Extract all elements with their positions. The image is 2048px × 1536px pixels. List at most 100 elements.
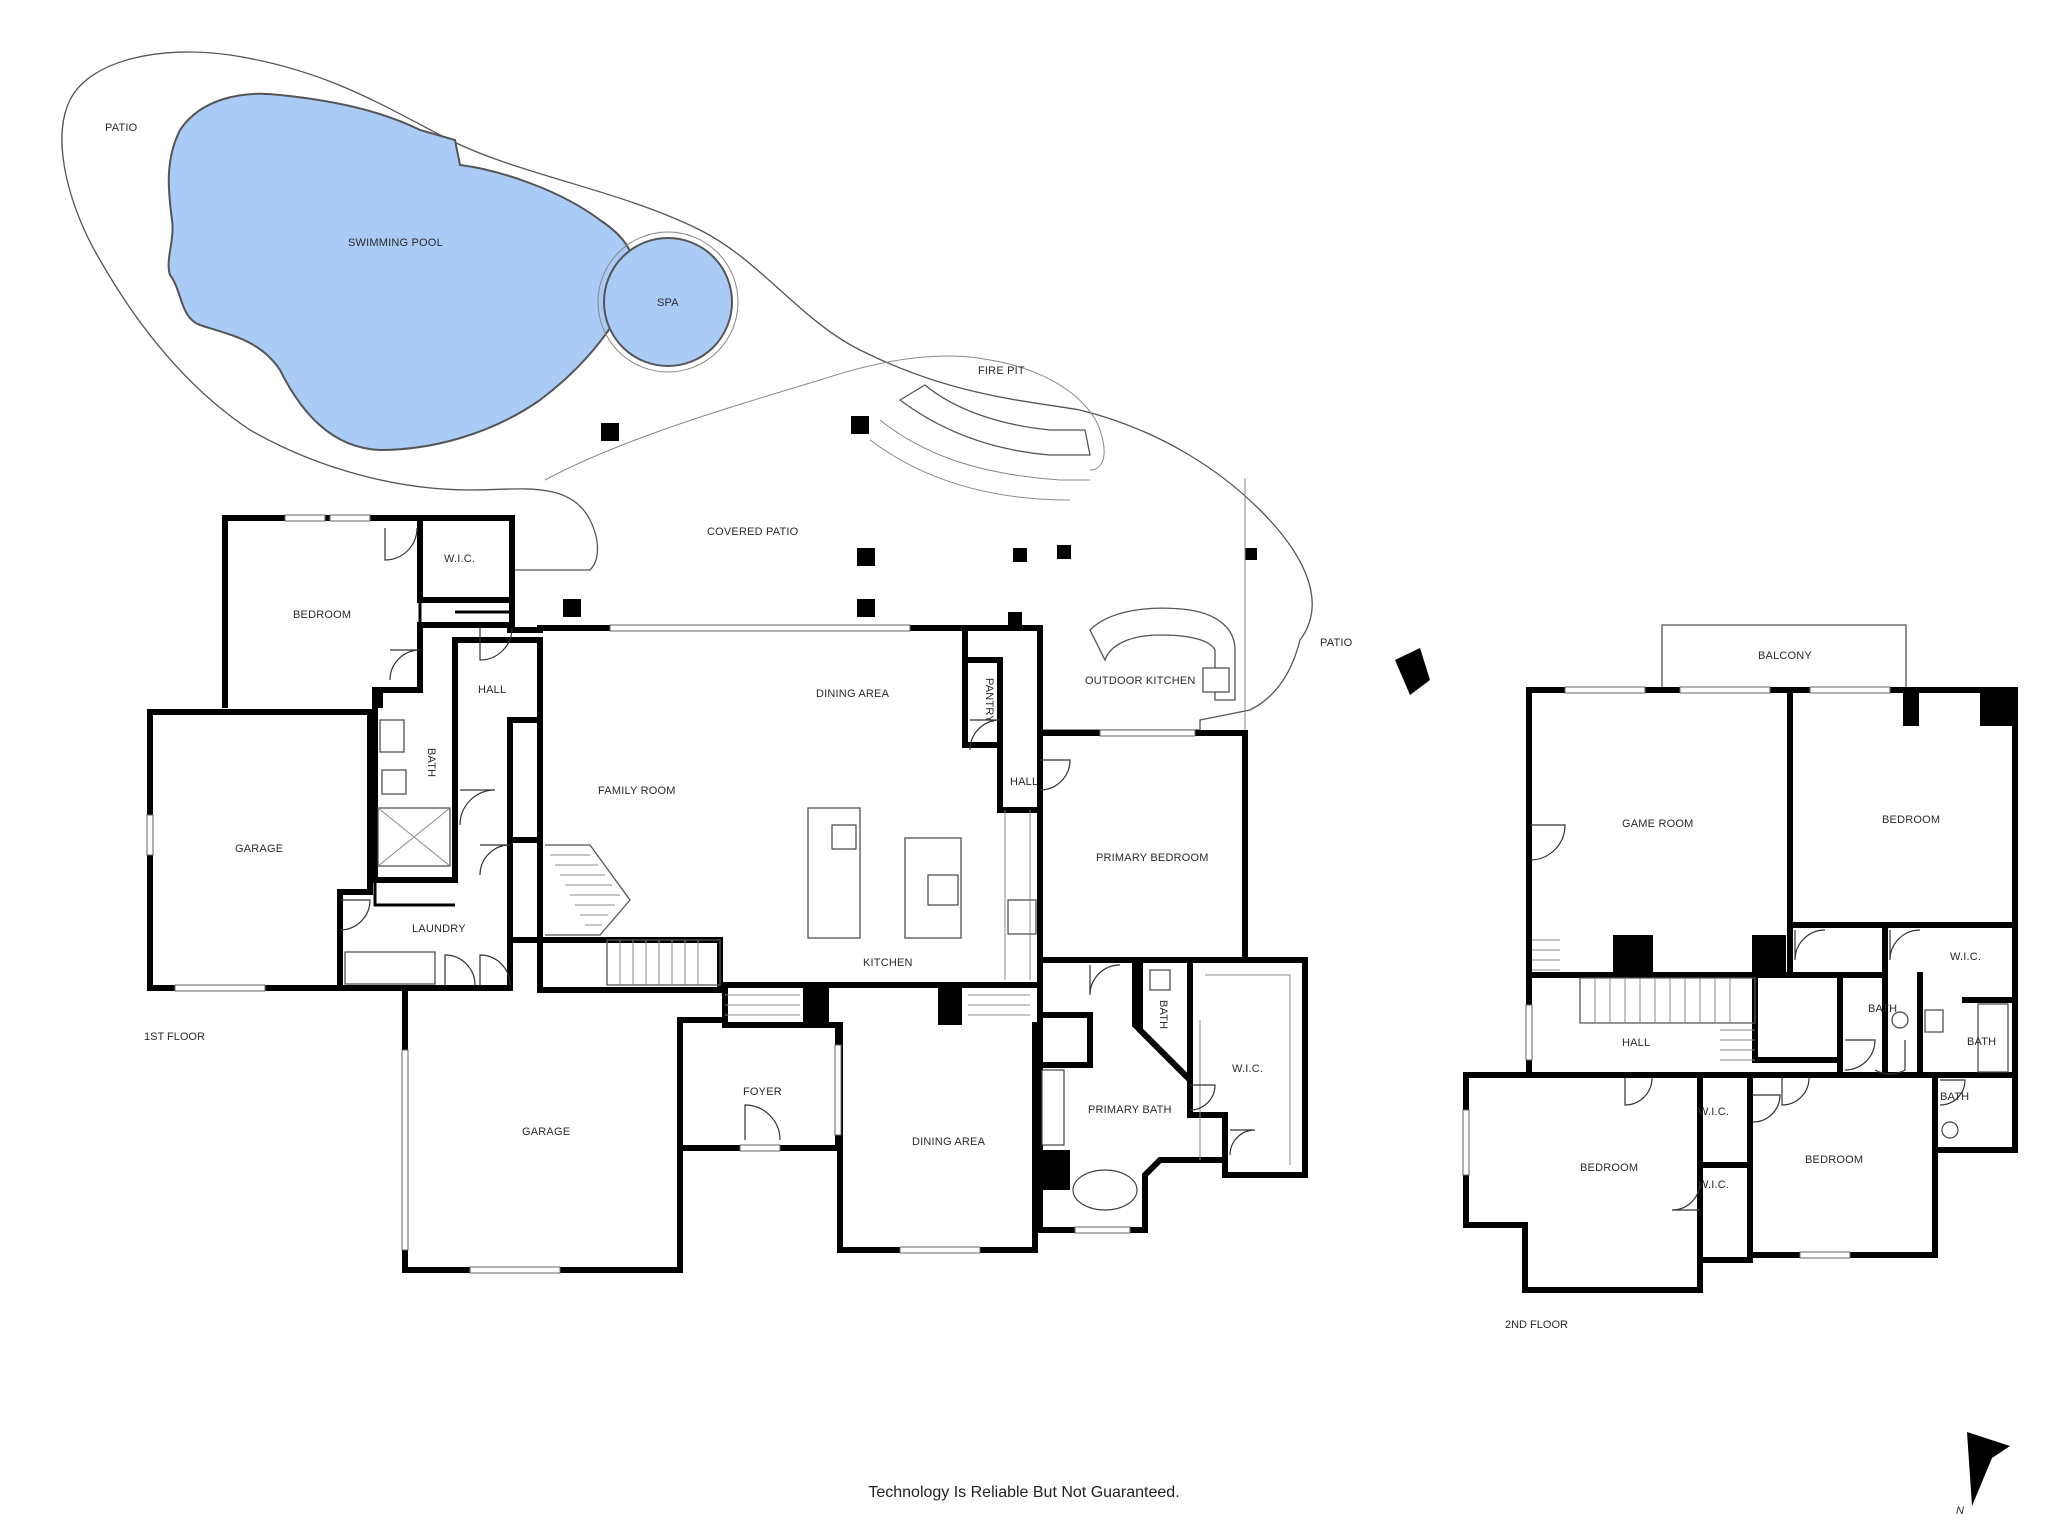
label-laundry: LAUNDRY [412, 923, 466, 935]
doors-first-floor [339, 527, 1256, 1156]
windows-first-floor [146, 514, 1196, 1274]
footer-disclaimer: Technology Is Reliable But Not Guarantee… [868, 1484, 1180, 1501]
wall-bath-left [372, 687, 458, 883]
label-hall-small: HALL [1010, 776, 1038, 788]
label-balcony: BALCONY [1758, 650, 1812, 662]
north-label: N [1956, 1505, 1964, 1517]
post [851, 416, 869, 434]
wall-hall [452, 637, 543, 943]
post [1013, 548, 1027, 562]
wic-shelving [1199, 974, 1291, 1165]
label-family-room: FAMILY ROOM [598, 785, 676, 797]
post [857, 599, 875, 617]
label-wic-a: W.I.C. [1698, 1106, 1729, 1118]
wall-bedroom-se [1747, 1072, 1938, 1153]
post [857, 548, 875, 566]
label-outdoor-kitchen: OUTDOOR KITCHEN [1085, 675, 1196, 687]
north-arrow-icon [1967, 1432, 2010, 1506]
label-bath-c: BATH [1940, 1091, 1969, 1103]
label-patio-right: PATIO [1320, 637, 1353, 649]
label-dining-area-bottom: DINING AREA [912, 1136, 986, 1148]
washer-dryer-icon [344, 951, 436, 985]
label-bedroom: BEDROOM [293, 609, 351, 621]
entry-stairs [725, 994, 1030, 1016]
wall-kitchen-south [717, 732, 1043, 988]
kitchen-counter-east [1004, 810, 1031, 980]
windows-second-floor [1462, 686, 1891, 1259]
wall-primary-bath-inner [1037, 1012, 1093, 1068]
fireplace-icon [1395, 648, 1430, 695]
patio-inner-edge [544, 355, 1105, 481]
label-fire-pit: FIRE PIT [978, 365, 1025, 377]
column-2f [1903, 692, 1919, 726]
wall-bath-small [1132, 957, 1190, 1080]
kitchen-cooktop-icon [927, 874, 959, 906]
column-entry [938, 985, 962, 1025]
wall-stairwell [1752, 972, 1843, 1063]
column-2f [1752, 935, 1786, 975]
primary-vanity-icon [1041, 1069, 1065, 1146]
post [601, 423, 619, 441]
post [1057, 545, 1071, 559]
wall-main-west [507, 717, 543, 943]
doors-second-floor [1529, 824, 1966, 1211]
label-1st-floor: 1ST FLOOR [144, 1031, 205, 1043]
kitchen-sink-icon [831, 824, 857, 850]
post [563, 599, 581, 617]
sink-2f-icon [1891, 1011, 1909, 1029]
spa-rim [597, 231, 739, 373]
label-garage-bottom: GARAGE [522, 1126, 570, 1138]
label-hall-left: HALL [478, 684, 506, 696]
toilet-icon [381, 769, 407, 795]
label-wic-b: W.I.C. [1698, 1179, 1729, 1191]
label-2nd-floor: 2ND FLOOR [1505, 1319, 1568, 1331]
fire-pit-seating [869, 384, 1091, 501]
compass: N [1956, 1432, 2010, 1517]
wall-hall-small [997, 742, 1043, 813]
wall-2f-north [1463, 687, 2018, 1293]
balcony-rail [1661, 624, 1907, 690]
post [1245, 548, 1257, 560]
label-dining-area-top: DINING AREA [816, 688, 890, 700]
label-game-room: GAME ROOM [1622, 818, 1693, 830]
partition-laundry [373, 880, 455, 907]
label-bath-left: BATH [425, 748, 437, 777]
label-bedroom-ne: BEDROOM [1882, 814, 1940, 826]
grill-icon [1202, 667, 1230, 693]
primary-toilet-icon [1149, 969, 1171, 991]
label-covered-patio: COVERED PATIO [707, 526, 799, 538]
label-wic-primary: W.I.C. [1232, 1063, 1263, 1075]
label-spa: SPA [657, 297, 679, 309]
stairs-2f [1532, 939, 1756, 1061]
column-2f [1613, 935, 1653, 975]
label-hall-2f: HALL [1622, 1037, 1650, 1049]
wall-wic-ne [1837, 922, 1888, 1078]
spa [603, 237, 733, 367]
label-wic-ne: W.I.C. [1950, 951, 1981, 963]
column-primary-bath [1038, 1150, 1070, 1190]
label-bath-small: BATH [1157, 1000, 1169, 1029]
label-swimming-pool: SWIMMING POOL [348, 237, 443, 249]
toilet-2f-icon [1924, 1009, 1944, 1033]
label-bath-b: BATH [1967, 1036, 1996, 1048]
outdoor-kitchen-counter [1089, 607, 1236, 701]
label-foyer: FOYER [743, 1086, 782, 1098]
column-2f [1980, 692, 2012, 726]
bathtub-2f-icon [1977, 1003, 2009, 1073]
vanity-icon [379, 719, 405, 753]
second-floor: BALCONY GAME ROOM BEDROOM W.I.C. BATH BA… [1462, 624, 2018, 1331]
sink-2f-icon-2 [1941, 1121, 1959, 1139]
wall-main-north [507, 625, 1043, 738]
post [1008, 612, 1022, 626]
label-bedroom-sw: BEDROOM [1580, 1162, 1638, 1174]
column-foyer [803, 985, 829, 1025]
outdoor-area: PATIO SWIMMING POOL SPA FIRE PIT COVERED… [61, 51, 1430, 731]
swimming-pool [167, 92, 635, 452]
wall-primary-wic [1137, 957, 1308, 1178]
main-stairs [545, 844, 721, 986]
bathtub-icon [1072, 1169, 1138, 1211]
label-kitchen: KITCHEN [863, 957, 913, 969]
kitchen-stove-icon [1007, 899, 1037, 935]
label-bedroom-se: BEDROOM [1805, 1154, 1863, 1166]
